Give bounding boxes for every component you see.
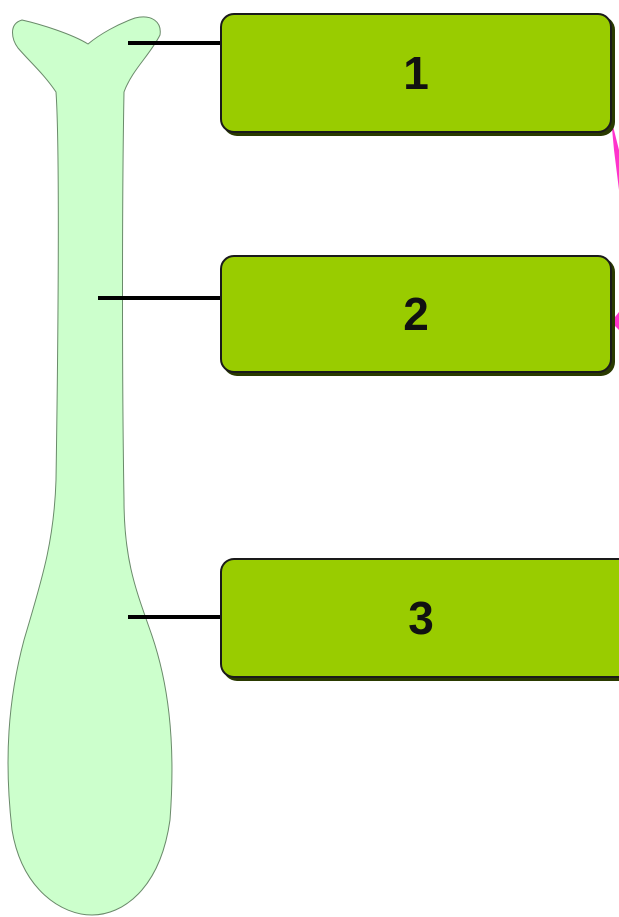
label-box-3: 3 xyxy=(220,558,619,678)
label-2: 2 xyxy=(403,288,429,340)
label-3: 3 xyxy=(408,592,434,644)
label-1: 1 xyxy=(403,47,429,99)
label-box-2: 2 xyxy=(220,255,612,373)
accent-mark-2 xyxy=(611,312,619,330)
tubular-structure xyxy=(7,16,173,916)
accent-mark-1 xyxy=(611,118,619,190)
label-box-1: 1 xyxy=(220,13,612,133)
